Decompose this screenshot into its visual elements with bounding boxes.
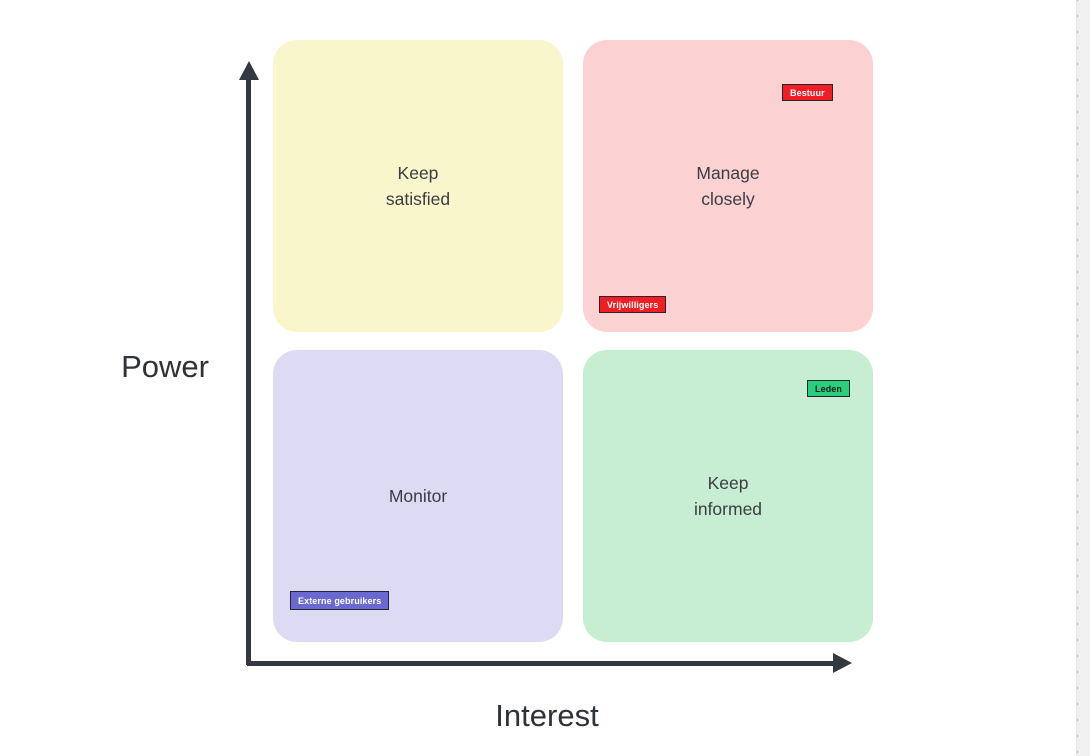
y-axis-line: [246, 74, 251, 665]
quadrant-monitor[interactable]: Monitor Externe gebruikers: [273, 350, 563, 642]
quadrant-keep-informed-label: Keep informed: [693, 473, 763, 519]
y-axis-label: Power: [121, 349, 209, 384]
tag-externe-gebruikers[interactable]: Externe gebruikers: [290, 591, 390, 610]
quadrant-monitor-label: Monitor: [388, 486, 448, 506]
canvas-dot-grid-edge: [1076, 0, 1090, 756]
x-axis-arrow-icon: [833, 653, 852, 673]
x-axis-line: [247, 661, 835, 666]
quadrant-keep-satisfied[interactable]: Keep satisfied: [273, 40, 563, 332]
quadrant-keep-informed[interactable]: Keep informed Leden: [583, 350, 873, 642]
quadrant-manage-closely-label: Manage closely: [696, 163, 760, 209]
quadrant-manage-closely[interactable]: Manage closely Bestuur Vrijwilligers: [583, 40, 873, 332]
tag-bestuur[interactable]: Bestuur: [782, 84, 833, 101]
quadrant-keep-satisfied-label: Keep satisfied: [385, 163, 451, 209]
tag-leden[interactable]: Leden: [807, 380, 851, 397]
y-axis-arrow-icon: [238, 61, 259, 80]
tag-vrijwilligers[interactable]: Vrijwilligers: [599, 296, 667, 313]
x-axis-label: Interest: [495, 698, 599, 733]
